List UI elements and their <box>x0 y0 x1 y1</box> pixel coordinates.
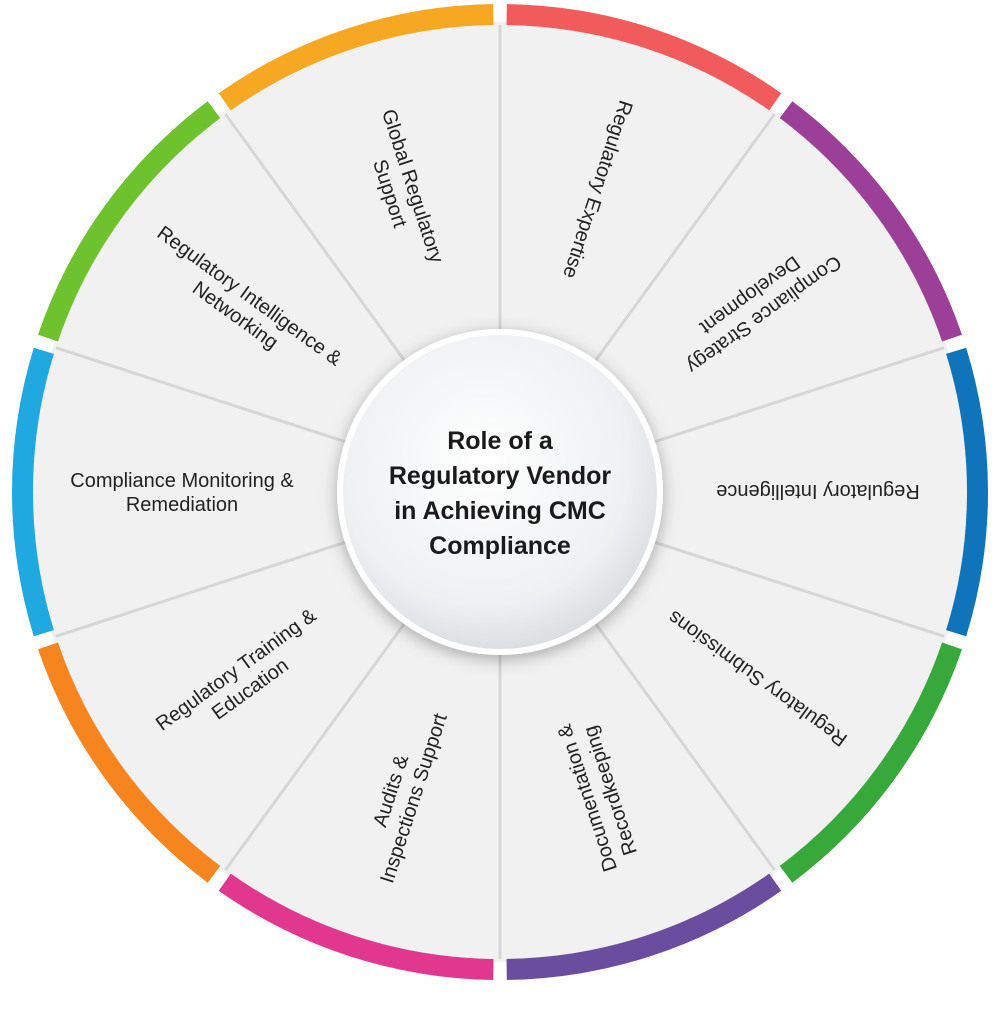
segment-label-line: Regulatory Intelligence <box>716 480 919 502</box>
segment-divider <box>55 540 349 638</box>
ring-segment <box>779 642 962 883</box>
ring-segment <box>38 101 221 342</box>
segment-divider <box>55 346 349 444</box>
segment-label-line: Compliance Monitoring & <box>70 470 294 492</box>
center-title: Role of a Regulatory Vendor in Achieving C… <box>389 427 612 560</box>
segment-divider <box>592 113 776 364</box>
ring-segment <box>11 347 54 637</box>
ring-segment <box>779 101 962 342</box>
ring-segment <box>218 4 494 111</box>
center-title-line: Regulatory Vendor <box>389 462 612 490</box>
center-hub <box>337 329 663 655</box>
segment-label-line: Remediation <box>126 494 238 516</box>
segment-divider <box>651 346 945 444</box>
ring-segment <box>946 347 988 637</box>
ring-segment <box>38 642 221 883</box>
segment-label: Regulatory Intelligence <box>716 480 919 502</box>
ring-segment <box>218 873 494 980</box>
segment-divider <box>651 540 945 638</box>
ring-segment <box>506 4 782 111</box>
segment-divider <box>224 113 408 364</box>
segment-divider <box>592 620 776 871</box>
ring-segment <box>506 873 782 980</box>
segment-divider <box>224 620 408 871</box>
center-title-line: in Achieving CMC <box>394 497 606 525</box>
center-title-line: Compliance <box>429 532 571 560</box>
segment-label: Compliance Monitoring &Remediation <box>70 470 294 516</box>
center-title-line: Role of a <box>447 427 554 455</box>
